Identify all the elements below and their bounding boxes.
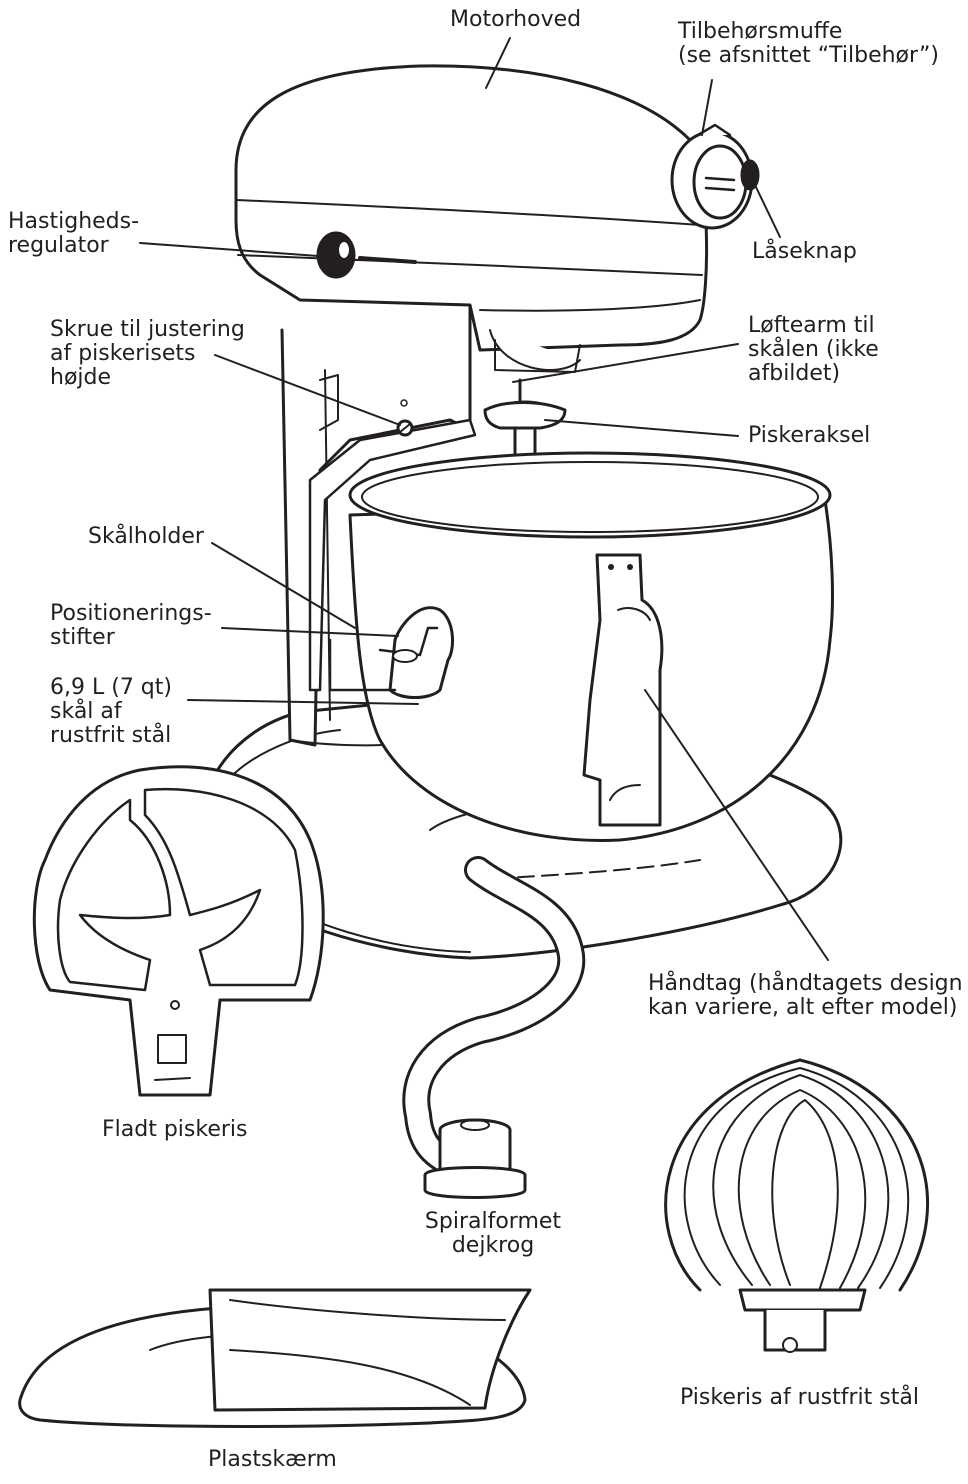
wire-whip-drawing xyxy=(664,1058,930,1353)
label-handtag: Håndtag (håndtagets design kan variere, … xyxy=(648,972,963,1020)
leader-positioneringsstifter xyxy=(221,627,399,637)
leader-motorhoved xyxy=(485,37,511,89)
label-fladt-piskeris: Fladt piskeris xyxy=(102,1117,248,1142)
label-hastighedsregulator-line-2: regulator xyxy=(8,233,109,258)
label-skal-line-1: 6,9 L (7 qt) xyxy=(50,675,172,700)
leader-handtag xyxy=(644,689,829,961)
label-positioneringsstifter: Positionerings- stifter xyxy=(50,602,212,650)
label-loftearm: Løftearm til skålen (ikke afbildet) xyxy=(748,314,879,386)
label-skalholder: Skålholder xyxy=(88,524,204,549)
pouring-shield-drawing xyxy=(18,1288,532,1428)
leader-hastighedsregulator xyxy=(139,242,319,257)
dough-hook-drawing xyxy=(402,856,586,1199)
leader-lines xyxy=(139,37,829,961)
leader-laseknap xyxy=(754,184,781,238)
leader-skalholder xyxy=(211,542,356,629)
leader-tilbehorsmuffe xyxy=(701,79,713,136)
label-skrue-line-2: af piskerisets xyxy=(50,341,196,366)
label-skrue-line-1: Skrue til justering xyxy=(50,317,245,342)
label-skal-line-3: rustfrit stål xyxy=(50,723,172,748)
label-tilbehorsmuffe: Tilbehørsmuffe (se afsnittet “Tilbehør”) xyxy=(678,20,939,68)
bowl-drawing xyxy=(328,451,834,842)
motor-head-drawing xyxy=(234,64,709,373)
label-positioneringsstifter-line-1: Positionerings- xyxy=(50,601,212,626)
label-skrue-line-3: højde xyxy=(50,365,112,390)
label-handtag-line-2: kan variere, alt efter model) xyxy=(648,995,958,1020)
attachment-hub-drawing xyxy=(670,123,760,230)
label-loftearm-line-3: afbildet) xyxy=(748,361,841,386)
leader-skal xyxy=(187,699,419,705)
beater-shaft-drawing xyxy=(483,378,567,457)
leader-piskeraksel xyxy=(544,419,739,437)
leader-loftearm xyxy=(512,343,739,383)
flat-beater-drawing xyxy=(32,765,325,1097)
label-plastskaerm: Plastskærm xyxy=(208,1447,337,1472)
label-positioneringsstifter-line-2: stifter xyxy=(50,625,115,650)
label-tilbehorsmuffe-line-1: Tilbehørsmuffe xyxy=(678,19,843,44)
label-hastighedsregulator: Hastigheds- regulator xyxy=(8,210,139,258)
label-skal: 6,9 L (7 qt) skål af rustfrit stål xyxy=(50,676,172,748)
label-skal-line-2: skål af xyxy=(50,699,122,724)
label-hastighedsregulator-line-1: Hastigheds- xyxy=(8,209,140,234)
label-laseknap: Låseknap xyxy=(752,239,857,264)
label-loftearm-line-2: skålen (ikke xyxy=(748,337,879,362)
label-tilbehorsmuffe-line-2: (se afsnittet “Tilbehør”) xyxy=(678,43,939,68)
label-piskeraksel: Piskeraksel xyxy=(748,423,871,448)
label-motorhoved: Motorhoved xyxy=(450,7,582,32)
label-piskeris-rustfrit: Piskeris af rustfrit stål xyxy=(680,1385,919,1410)
label-loftearm-line-1: Løftearm til xyxy=(748,313,875,338)
label-dejkrog-line-2: dejkrog xyxy=(451,1233,535,1258)
leader-skrue xyxy=(214,354,401,426)
label-dejkrog-line-1: Spiralformet xyxy=(424,1209,562,1234)
label-handtag-line-1: Håndtag (håndtagets design xyxy=(648,971,963,996)
label-skrue: Skrue til justering af piskerisets højde xyxy=(50,318,245,390)
label-dejkrog: Spiralformet dejkrog xyxy=(418,1210,568,1258)
